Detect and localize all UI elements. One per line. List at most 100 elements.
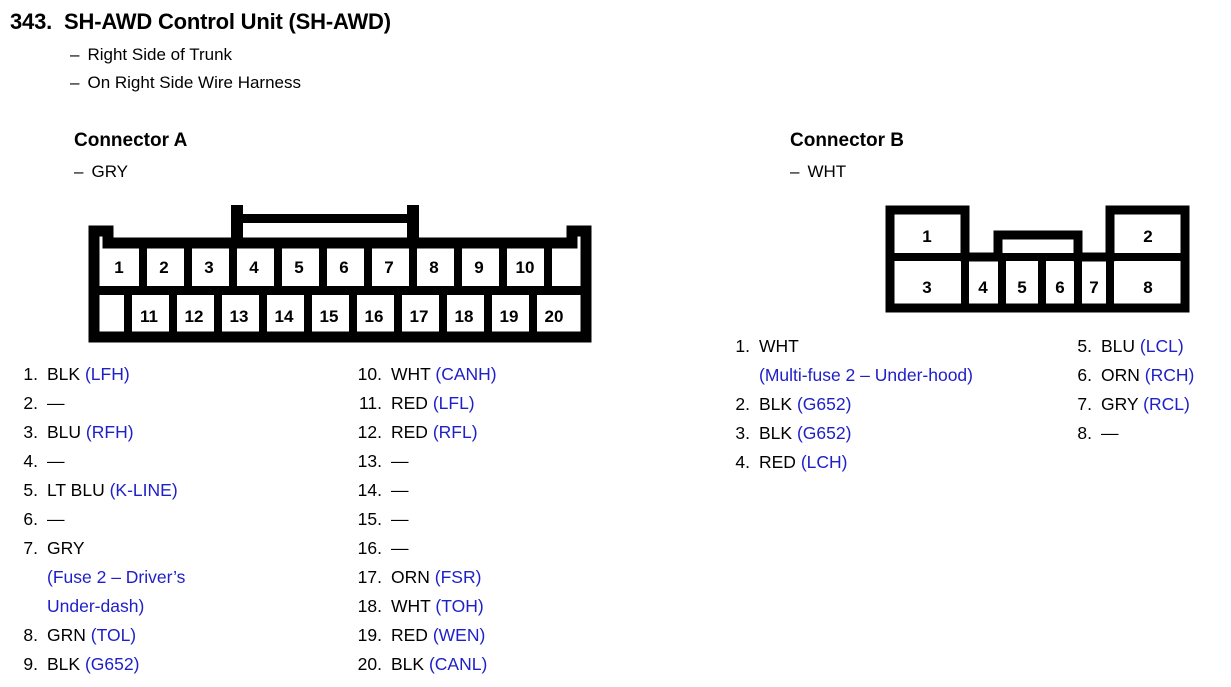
pin-list-item: 5. LT BLU (K-LINE) (18, 476, 338, 505)
pin-wire-color: RED (391, 625, 428, 645)
pin-number: 7. (23, 538, 38, 558)
page-title: 343. SH-AWD Control Unit (SH-AWD) (10, 9, 391, 35)
pin-list-item: 18.WHT (TOH) (352, 592, 672, 621)
location-note-1-text: Right Side of Trunk (87, 45, 233, 64)
pin-number: 1. (23, 364, 38, 384)
pin-list-item: 19.RED (WEN) (352, 621, 672, 650)
pin-number: 6. (1077, 365, 1092, 385)
pin-description: BLK (LFH) (47, 360, 130, 389)
pin-list-item: 3.BLK (G652) (730, 419, 1060, 448)
pin-wire-color: BLK (759, 394, 793, 414)
connector-b-pin-diagram: 1 2 3 4 5 6 7 8 (885, 205, 1190, 313)
svg-text:13: 13 (230, 307, 249, 326)
svg-text:2: 2 (1143, 227, 1152, 246)
pin-description: BLK (G652) (759, 390, 851, 419)
pin-circuit-code: (WEN) (427, 625, 486, 645)
pin-wire-color: BLK (391, 654, 425, 674)
pin-wire-color: WHT (391, 364, 431, 384)
section-title: SH-AWD Control Unit (SH-AWD) (64, 9, 391, 34)
connector-a-top-row-numbers: 1 2 3 4 5 6 7 8 9 10 (114, 258, 534, 277)
pin-circuit-code: (TOL) (85, 625, 137, 645)
pin-circuit-code: (G652) (792, 423, 852, 443)
svg-text:15: 15 (320, 307, 339, 326)
svg-text:16: 16 (365, 307, 384, 326)
pin-wire-color: WHT (391, 596, 431, 616)
pin-description: BLK (CANL) (391, 650, 487, 679)
pin-list-item: 6.— (18, 505, 338, 534)
pin-description: BLK (G652) (759, 419, 851, 448)
pin-description: — (391, 505, 409, 534)
section-number: 343. (10, 9, 53, 34)
pin-circuit-code: (RFL) (427, 422, 478, 442)
pin-list-item: 1. BLK (LFH) (18, 360, 338, 389)
location-note-2: –On Right Side Wire Harness (70, 73, 301, 93)
svg-text:7: 7 (384, 258, 393, 277)
pin-wire-color: ORN (1101, 365, 1140, 385)
pin-description: LT BLU (K-LINE) (47, 476, 178, 505)
connector-a-pin-diagram: 1 2 3 4 5 6 7 8 9 10 11 12 13 14 15 16 1… (88, 205, 592, 343)
pin-description: — (391, 476, 409, 505)
pin-circuit-code: (CANH) (430, 364, 497, 384)
connector-b-pin-list-column-1: 1.WHT(Multi-fuse 2 – Under-hood)2.BLK (G… (730, 332, 1060, 477)
pin-description: ORN (RCH) (1101, 361, 1194, 390)
pin-wire-color: BLU (1101, 336, 1136, 356)
connector-b-heading: Connector B (790, 130, 904, 151)
pin-list-item: 4. — (18, 447, 338, 476)
pin-number: 5. (1077, 336, 1092, 356)
pin-circuit-code: (TOH) (430, 596, 484, 616)
pin-circuit-code: (RFH) (81, 422, 134, 442)
pin-description: RED (LCH) (759, 448, 847, 477)
pin-wire-color: BLK (47, 654, 81, 674)
pin-circuit-note: (Fuse 2 – Driver’s (47, 567, 186, 587)
pin-description: WHT (TOH) (391, 592, 484, 621)
bullet-dash-icon: – (70, 73, 80, 92)
connector-a-pin-list-column-2: 10.WHT (CANH)11.RED (LFL)12.RED (RFL)13.… (352, 360, 672, 679)
svg-text:5: 5 (1017, 278, 1026, 297)
pin-unused-dash: — (47, 451, 65, 471)
pin-list-item: 6. ORN (RCH) (1072, 361, 1231, 390)
pin-wire-color: ORN (391, 567, 430, 587)
pin-wire-color: WHT (759, 336, 799, 356)
pin-description: BLU (LCL) (1101, 332, 1184, 361)
connector-b-pin-list-column-2: 5. BLU (LCL) 6. ORN (RCH) 7. GRY (RCL)8.— (1072, 332, 1231, 448)
svg-text:4: 4 (249, 258, 259, 277)
pin-unused-dash: — (391, 538, 409, 558)
svg-text:9: 9 (474, 258, 483, 277)
pin-list-item: 9.BLK (G652) (18, 650, 338, 679)
pin-number: 4. (23, 451, 38, 471)
pin-list-item: 3.BLU (RFH) (18, 418, 338, 447)
pin-description: GRY (RCL) (1101, 390, 1190, 419)
bullet-dash-icon: – (790, 162, 800, 181)
location-note-2-text: On Right Side Wire Harness (87, 73, 301, 92)
pin-description: WHT (Multi-fuse 2 – Under-hood) (759, 332, 973, 390)
pin-description: WHT (CANH) (391, 360, 497, 389)
pin-wire-color: GRY (1101, 394, 1139, 414)
svg-text:12: 12 (185, 307, 204, 326)
svg-text:18: 18 (455, 307, 474, 326)
pin-number: 11. (358, 393, 382, 413)
pin-number: 17. (357, 567, 382, 587)
svg-text:8: 8 (429, 258, 438, 277)
pin-description: — (47, 505, 65, 534)
pin-circuit-code: (LCH) (795, 452, 848, 472)
pin-circuit-note: (Multi-fuse 2 – Under-hood) (759, 365, 973, 385)
pin-description: BLK (G652) (47, 650, 139, 679)
pin-number: 5. (23, 480, 38, 500)
connector-b-color-label: WHT (807, 162, 847, 181)
pin-number: 4. (735, 452, 750, 472)
pin-description: — (1101, 419, 1119, 448)
pin-circuit-code: (CANL) (424, 654, 488, 674)
pin-wire-color: BLK (759, 423, 793, 443)
svg-text:10: 10 (516, 258, 535, 277)
pin-circuit-code: (G652) (80, 654, 140, 674)
pin-number: 13. (357, 451, 382, 471)
pin-list-item: 16.— (352, 534, 672, 563)
pin-wire-color: BLK (47, 364, 81, 384)
pin-list-item: 8.— (1072, 419, 1231, 448)
bullet-dash-icon: – (70, 45, 80, 64)
pin-number: 7. (1077, 394, 1092, 414)
pin-circuit-code: (LCL) (1135, 336, 1184, 356)
pin-list-item: 15.— (352, 505, 672, 534)
